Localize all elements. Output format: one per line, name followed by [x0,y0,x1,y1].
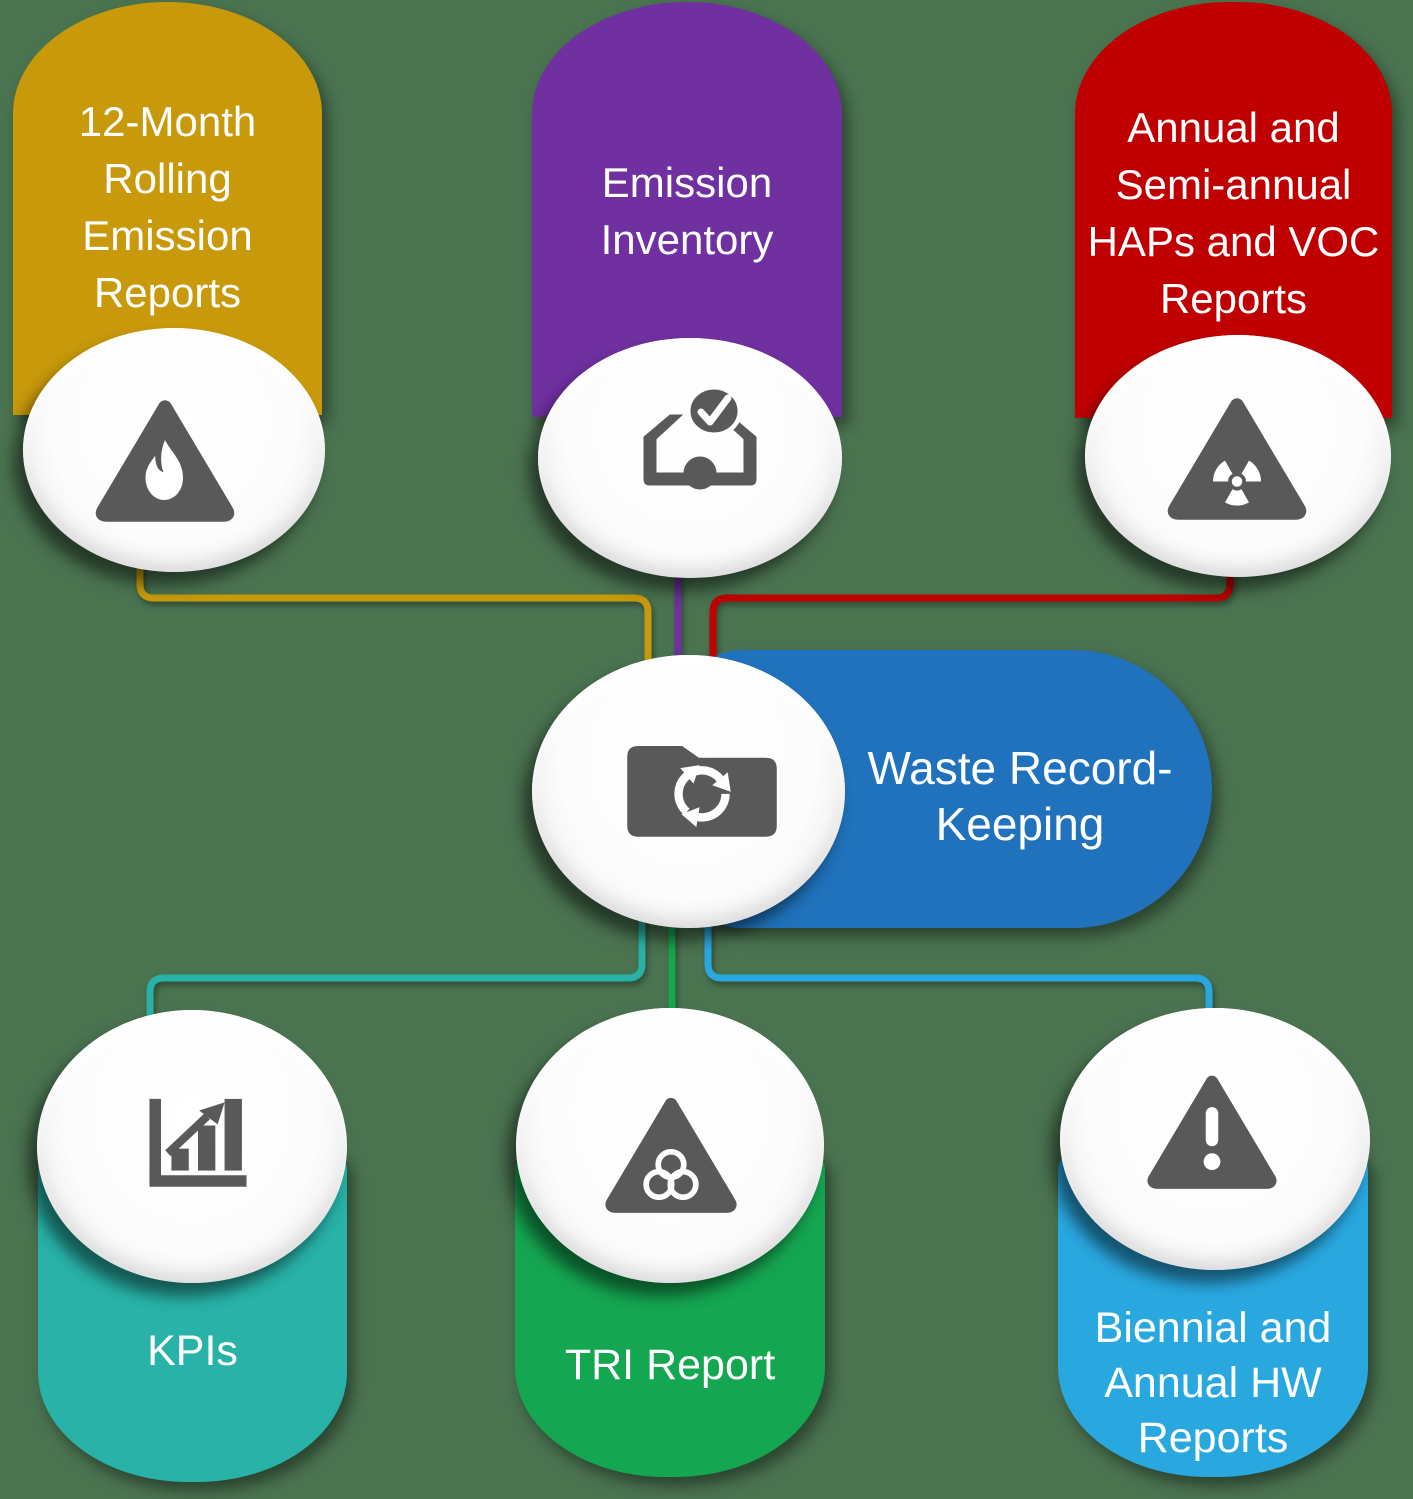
inbox-approved-icon [643,385,757,490]
connector-haps-voc [709,552,1234,668]
radiation-warning-icon [1167,398,1307,520]
connector-rolling-emission [136,552,652,668]
node-kpis-label: KPIs [147,1327,238,1375]
node-waste-record-keeping-label: Waste Record- Keeping [867,742,1173,850]
biohazard-warning-icon [605,1097,737,1213]
node-hw-reports-label: Biennial and Annual HW Reports [1094,1304,1332,1462]
node-emission-inventory-label: Emission Inventory [600,159,774,263]
node-emission-inventory-circle [538,338,842,578]
exclamation-warning-icon [1147,1075,1277,1189]
connector-hw-reports [704,905,1213,1030]
bar-chart-growth-icon [149,1098,247,1187]
connector-kpis [146,905,646,1030]
fire-warning-icon [95,400,235,522]
node-haps-voc-label: Annual and Semi-annual HAPs and VOC Repo… [1087,104,1380,322]
node-tri-report-label: TRI Report [564,1341,776,1389]
folder-recycle-icon [627,746,777,837]
node-rolling-emission-label: 12-Month Rolling Emission Reports [78,98,257,316]
node-kpis-circle [37,1010,347,1283]
